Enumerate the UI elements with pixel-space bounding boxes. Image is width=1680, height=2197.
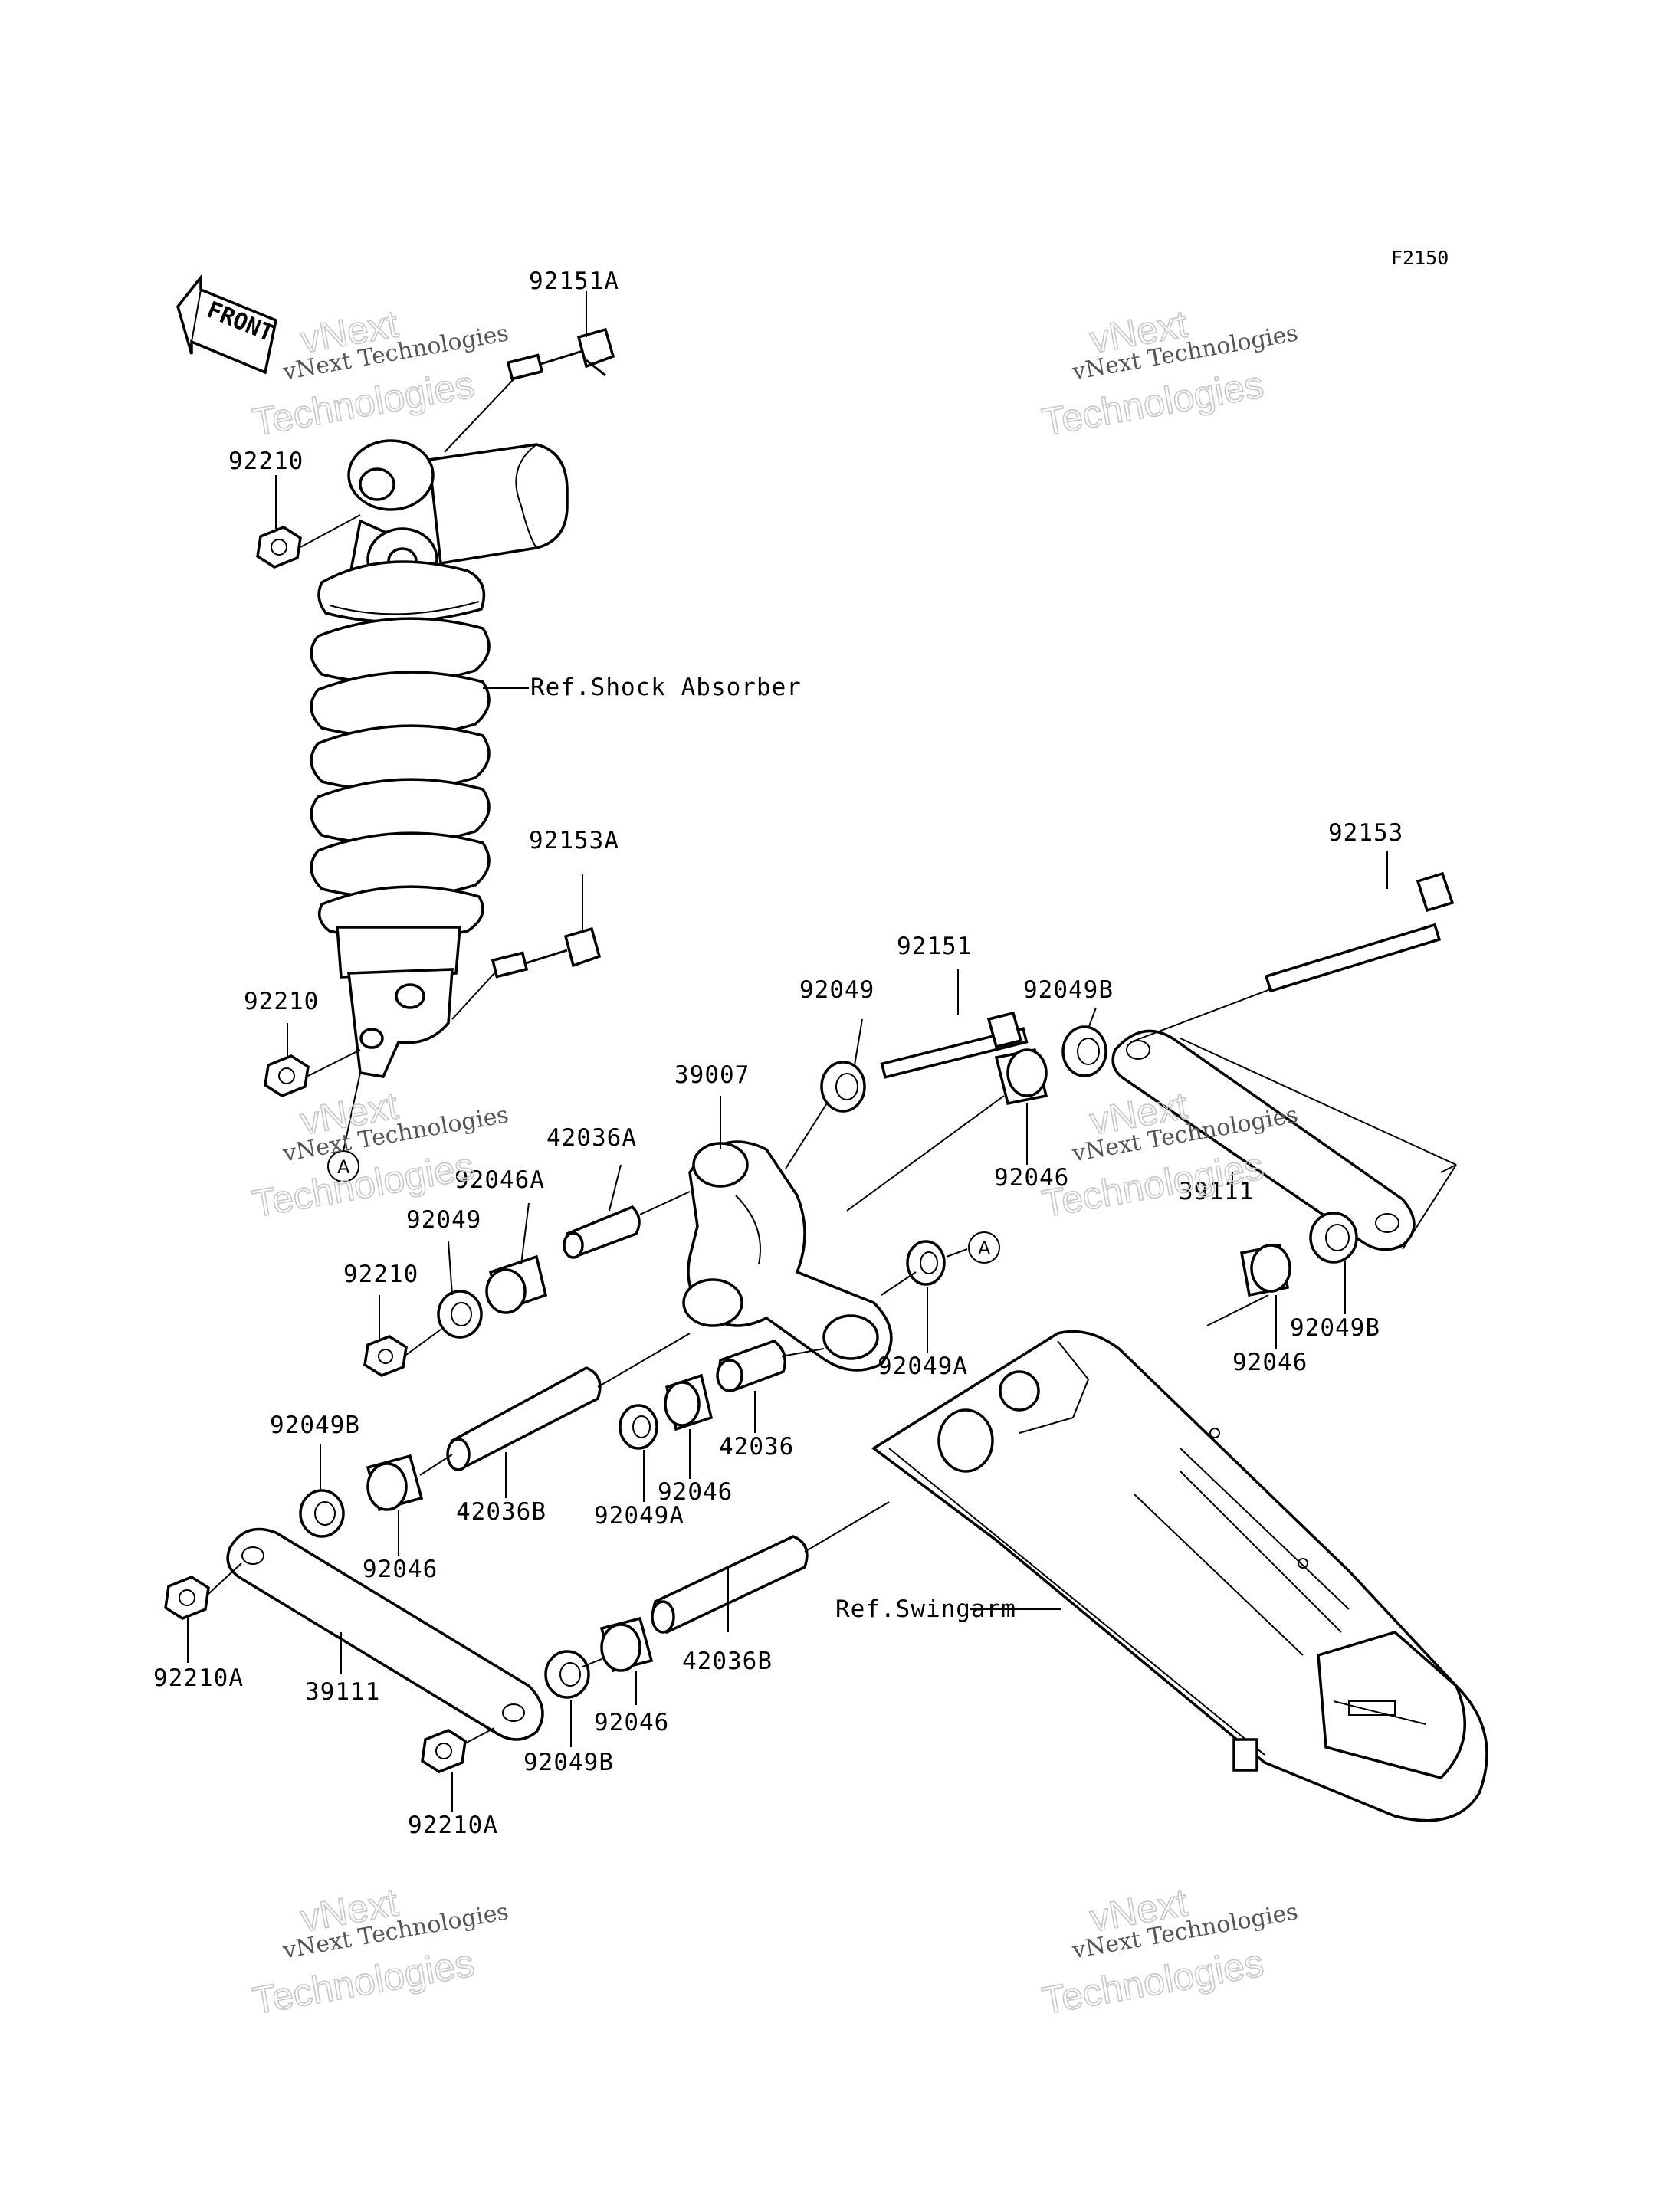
collar-92049B-bottom-drawing	[544, 1650, 590, 1699]
watermark-bottom-left: vNext vNext Technologies Technologies	[249, 1881, 510, 2023]
collar-92049A-center-drawing	[619, 1404, 658, 1450]
label-92049-left: 92049	[406, 1206, 481, 1234]
label-92153: 92153	[1328, 819, 1403, 847]
label-42036: 42036	[719, 1433, 794, 1461]
nut-92210-mid-drawing	[264, 1049, 361, 1097]
swingarm-drawing	[871, 1330, 1488, 1822]
label-42036A: 42036A	[546, 1124, 637, 1152]
tie-rod-39111-left-drawing	[226, 1527, 544, 1741]
figure-code: F2150	[1391, 247, 1449, 269]
sleeve-42036-drawing	[716, 1340, 786, 1392]
label-92049B-left: 92049B	[270, 1412, 360, 1439]
shock-absorber-drawing	[310, 439, 569, 1078]
part-labels: 92151A 92210 Ref.Shock Absorber 92153A 9…	[153, 267, 1403, 1839]
marker-a-right: A	[968, 1231, 1000, 1264]
label-92210-mid: 92210	[244, 988, 319, 1015]
bolt-92153-drawing	[1264, 871, 1455, 993]
bearing-92046A-drawing	[485, 1254, 548, 1314]
watermark-top-left: vNext vNext Technologies Technologies	[249, 302, 510, 444]
watermark-bottom-right: vNext vNext Technologies Technologies	[1039, 1881, 1300, 2023]
nut-92210-left-drawing	[363, 1335, 408, 1377]
label-42036B-bottom: 42036B	[682, 1648, 773, 1675]
sleeve-42036B-bottom-drawing	[651, 1535, 809, 1634]
label-92210-left: 92210	[343, 1261, 418, 1288]
label-92046-bottom: 92046	[594, 1709, 669, 1736]
label-92210A-left: 92210A	[153, 1664, 244, 1692]
label-92049A-mid: 92049A	[878, 1353, 968, 1380]
collar-92049B-right-drawing	[1309, 1212, 1358, 1264]
rocker-39007-drawing	[682, 1140, 893, 1372]
nut-92210A-bottom-drawing	[421, 1729, 467, 1773]
bearing-92046-upper-drawing	[994, 1048, 1048, 1106]
watermark-top-right: vNext vNext Technologies Technologies	[1039, 302, 1300, 444]
label-92153A: 92153A	[529, 827, 619, 854]
collar-92049-left-drawing	[437, 1290, 483, 1339]
label-92049-top: 92049	[799, 976, 874, 1004]
collar-92049B-left-drawing	[299, 1489, 345, 1538]
bearing-92046-left-drawing	[366, 1454, 424, 1512]
tie-rod-39111-right-drawing	[1111, 1029, 1416, 1251]
front-arrow-icon: FRONT	[176, 273, 278, 375]
label-ref-shock-absorber: Ref.Shock Absorber	[530, 674, 802, 701]
bolt-92153A-drawing	[451, 926, 602, 1020]
bearing-92046-bottom-drawing	[599, 1616, 654, 1673]
sleeve-42036A-drawing	[563, 1205, 641, 1259]
label-92046-left: 92046	[363, 1556, 438, 1583]
svg-text:A: A	[978, 1238, 991, 1259]
label-92049B-right: 92049B	[1290, 1314, 1380, 1342]
sleeve-42036B-left-drawing	[446, 1366, 602, 1471]
label-92046-right: 92046	[1232, 1349, 1308, 1376]
collar-92049-top-drawing	[820, 1061, 866, 1113]
bolt-92151-drawing	[880, 1011, 1029, 1079]
svg-text:A: A	[337, 1156, 350, 1178]
label-92210A-bottom: 92210A	[408, 1812, 498, 1839]
collar-92049A-mid-drawing	[906, 1240, 946, 1286]
label-92046-mid: 92046	[994, 1164, 1069, 1192]
label-92046-center: 92046	[658, 1478, 733, 1506]
label-92151: 92151	[897, 933, 972, 960]
nut-92210-top-drawing	[256, 514, 361, 569]
label-92049B-top: 92049B	[1023, 976, 1114, 1004]
label-92210-top: 92210	[228, 448, 304, 475]
label-92049B-bottom: 92049B	[523, 1749, 614, 1776]
label-ref-swingarm: Ref.Swingarm	[835, 1595, 1016, 1623]
label-92046A: 92046A	[454, 1166, 545, 1194]
label-42036B-left: 42036B	[456, 1498, 546, 1526]
label-92151A: 92151A	[529, 267, 619, 295]
bearing-92046-right-drawing	[1239, 1243, 1291, 1297]
label-39111-right: 39111	[1179, 1178, 1254, 1205]
label-39111-left: 39111	[305, 1678, 380, 1706]
collar-92049B-top-drawing	[1061, 1025, 1107, 1077]
leader-lines	[187, 291, 1388, 1812]
bearing-92046-center-drawing	[664, 1373, 714, 1431]
nut-92210A-left-drawing	[164, 1576, 210, 1620]
label-92049A-center: 92049A	[594, 1502, 684, 1530]
label-39007: 39007	[674, 1061, 750, 1089]
bolt-92151A-drawing	[506, 327, 615, 381]
